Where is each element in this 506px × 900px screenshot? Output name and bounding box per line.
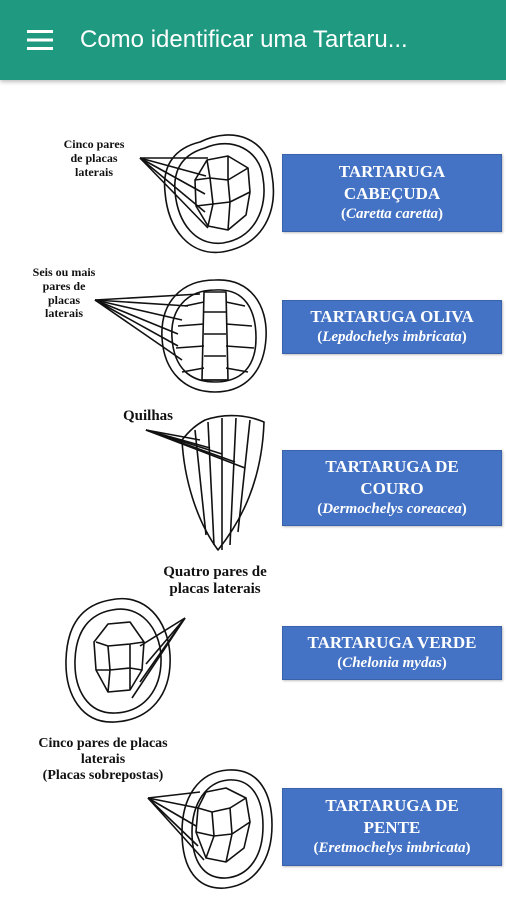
scientific-name: (Dermochelys coreacea) [317, 501, 467, 518]
species-name: PENTE [363, 818, 421, 838]
hamburger-menu-icon [27, 30, 53, 50]
identification-chart: Cinco pares de placas laterais Seis ou m… [0, 80, 506, 900]
pointer-lines-oliva [94, 293, 201, 361]
label-couro: Quilhas [122, 408, 174, 424]
pointer-lines-couro [145, 429, 246, 469]
turtle-diagram [65, 134, 275, 889]
label-pente: Cinco pares de placas laterais (Placas s… [38, 736, 168, 784]
species-name: CABEÇUDA [343, 184, 441, 204]
carapace-verde-icon [65, 597, 171, 723]
scientific-name: (Chelonia mydas) [337, 655, 447, 672]
species-card-cabecuda[interactable]: TARTARUGA CABEÇUDA (Caretta caretta) [282, 154, 502, 232]
carapace-cabecuda-icon [163, 134, 275, 254]
species-card-pente[interactable]: TARTARUGA DE PENTE (Eretmochelys imbrica… [282, 788, 502, 866]
label-verde: Quatro pares de placas laterais [163, 564, 267, 598]
species-card-couro[interactable]: TARTARUGA DE COURO (Dermochelys coreacea… [282, 450, 502, 526]
carapace-oliva-icon [161, 279, 267, 393]
scientific-name: (Eretmochelys imbricata) [313, 840, 471, 857]
carapace-couro-icon [181, 414, 265, 551]
species-name: TARTARUGA [338, 162, 446, 182]
label-oliva: Seis ou mais pares de placas laterais [32, 265, 96, 321]
species-name: TARTARUGA OLIVA [310, 307, 474, 327]
page-title: Como identificar uma Tartaru... [80, 26, 408, 53]
pointer-lines-pente [147, 791, 205, 861]
carapace-pente-icon [181, 769, 273, 889]
species-card-oliva[interactable]: TARTARUGA OLIVA (Lepdochelys imbricata) [282, 300, 502, 354]
species-name: COURO [360, 479, 424, 499]
app-bar: Como identificar uma Tartaru... [0, 0, 506, 80]
label-cabecuda: Cinco pares de placas laterais [63, 137, 125, 179]
scientific-name: (Lepdochelys imbricata) [317, 329, 467, 346]
species-name: TARTARUGA VERDE [307, 633, 477, 653]
pointer-lines-verde [131, 617, 186, 699]
pointer-lines-cabecuda [139, 157, 209, 229]
species-name: TARTARUGA DE [325, 796, 459, 816]
menu-button[interactable] [0, 0, 80, 80]
scientific-name: (Caretta caretta) [340, 206, 444, 223]
species-card-verde[interactable]: TARTARUGA VERDE (Chelonia mydas) [282, 626, 502, 680]
species-name: TARTARUGA DE [325, 457, 459, 477]
